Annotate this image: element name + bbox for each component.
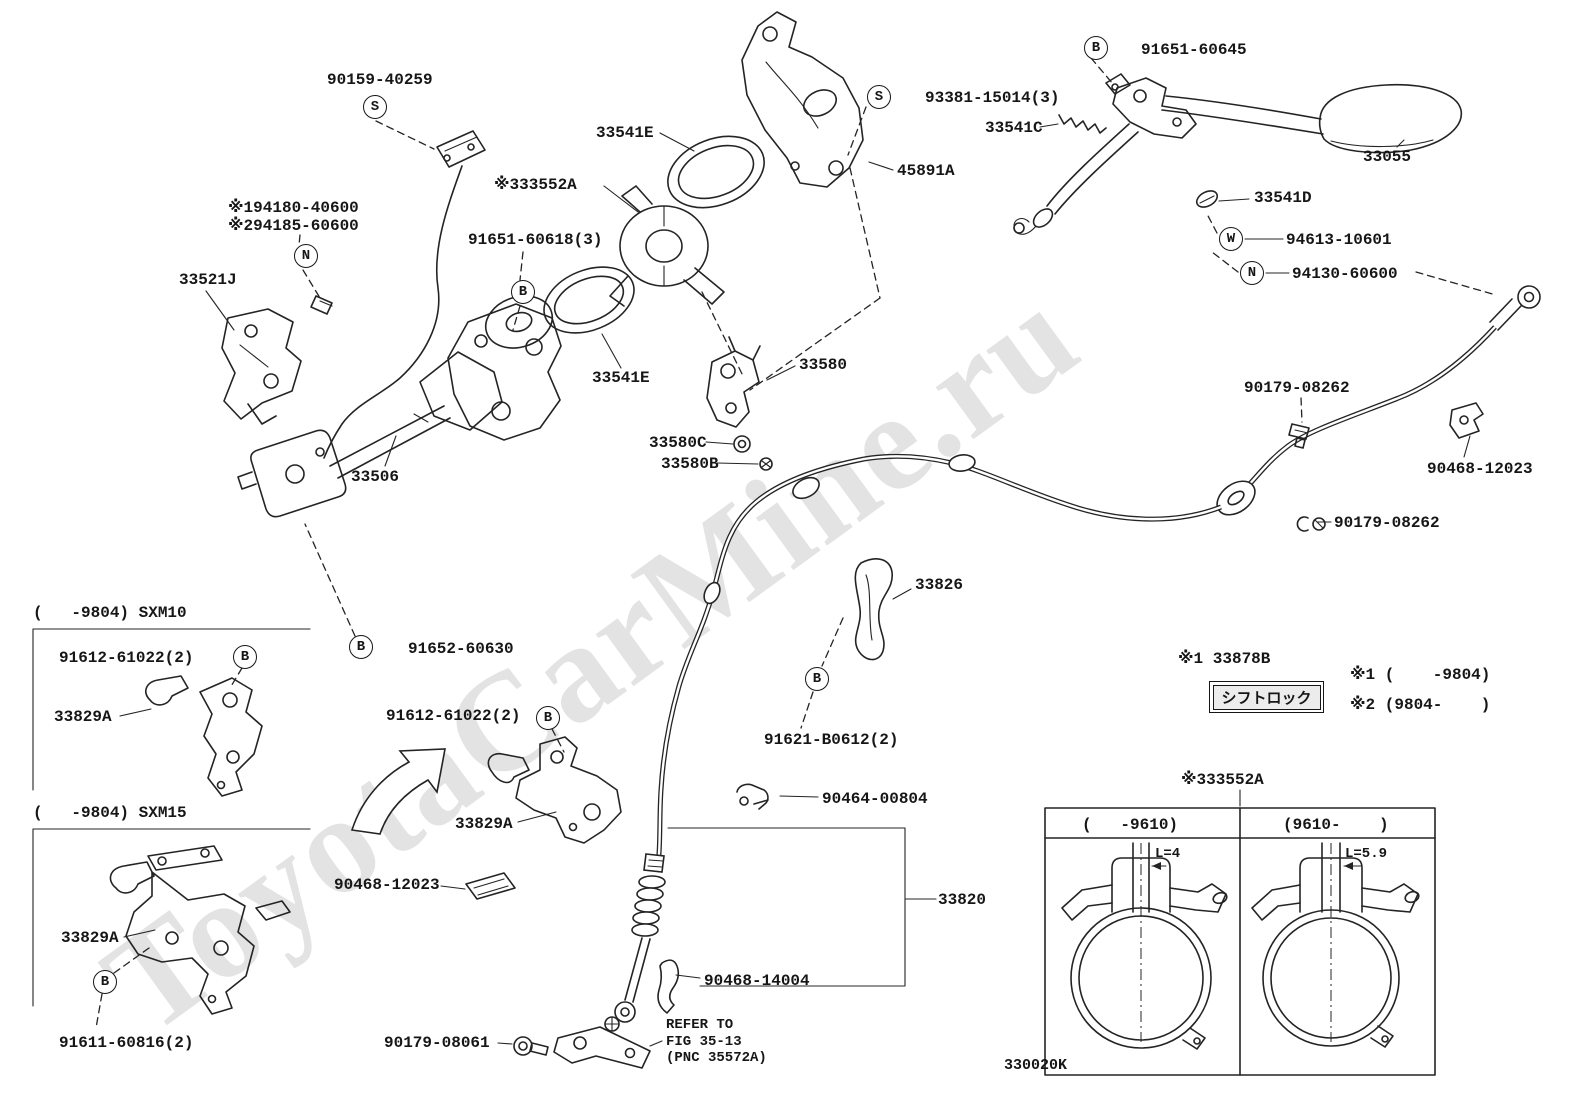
part-label-90468-14004: 90468-14004 bbox=[704, 972, 810, 990]
part-label-94613-10601: 94613-10601 bbox=[1286, 231, 1392, 249]
retainer-33552a-drawing bbox=[609, 185, 725, 307]
part-label-33580c: 33580C bbox=[649, 434, 707, 452]
callout-s-1: S bbox=[363, 95, 387, 119]
part-label-33580: 33580 bbox=[799, 356, 848, 374]
part-label-90468-12023-1: 90468-12023 bbox=[1427, 460, 1533, 478]
part-label-90464-00804: 90464-00804 bbox=[822, 790, 928, 808]
part-label-33055: 33055 bbox=[1363, 148, 1412, 166]
section-frame-sxm10 bbox=[32, 628, 311, 791]
ring-33541e-lower-drawing bbox=[543, 266, 635, 334]
detail-box-part-label: ※333552A bbox=[1181, 771, 1264, 789]
hardware-right-drawing bbox=[1288, 402, 1484, 532]
part-label-91651-60645: 91651-60645 bbox=[1141, 41, 1247, 59]
callout-n-1: N bbox=[294, 244, 318, 268]
grommet-33541d-drawing bbox=[1195, 190, 1219, 208]
part-label-33541c: 33541C bbox=[985, 119, 1043, 137]
callout-b-2: B bbox=[511, 280, 535, 304]
callout-b-4: B bbox=[349, 635, 373, 659]
part-label-33541d: 33541D bbox=[1254, 189, 1312, 207]
select-cable-drawing bbox=[863, 285, 1541, 522]
bracket-33829a-sxm10-drawing bbox=[145, 675, 263, 797]
part-label-91621-b0612: 91621-B0612(2) bbox=[764, 731, 899, 749]
section-frame-sxm15 bbox=[32, 828, 311, 1007]
callout-b-1: B bbox=[1084, 36, 1108, 60]
part-label-33829a-2: 33829A bbox=[455, 815, 513, 833]
bracket-33829a-sxm15-drawing bbox=[109, 845, 291, 1015]
shift-lock-plate-text: シフトロック bbox=[1212, 684, 1321, 710]
part-label-90179-08262-2: 90179-08262 bbox=[1334, 514, 1440, 532]
bracket-45891a-drawing bbox=[741, 11, 864, 188]
bracket-33829a-mid-drawing bbox=[487, 736, 622, 844]
section-header-sxm10: ( -9804) SXM10 bbox=[33, 604, 187, 622]
part-label-90179-08262-1: 90179-08262 bbox=[1244, 379, 1350, 397]
part-label-33506: 33506 bbox=[351, 468, 400, 486]
part-label-33541e-2: 33541E bbox=[592, 369, 650, 387]
callout-b-7: B bbox=[93, 970, 117, 994]
detail-box-dim-left: L=4 bbox=[1155, 846, 1181, 862]
callout-b-6: B bbox=[805, 667, 829, 691]
part-label-90159-40259: 90159-40259 bbox=[327, 71, 433, 89]
spring-33541c-drawing bbox=[1058, 114, 1107, 134]
clip-90468-14004-drawing bbox=[657, 959, 680, 1014]
part-label-91611-60816: 91611-60816(2) bbox=[59, 1034, 194, 1052]
detail-box-dim-right: L=5.9 bbox=[1345, 846, 1388, 862]
part-label-33541e-1: 33541E bbox=[596, 124, 654, 142]
bracket-33521j-drawing bbox=[221, 308, 302, 425]
plate-90468-left-drawing bbox=[465, 872, 516, 900]
part-label-94185-60600: ※294185-60600 bbox=[228, 217, 359, 235]
part-label-33826: 33826 bbox=[915, 576, 964, 594]
lever-33580-drawing bbox=[706, 336, 773, 471]
figure-code: 330020K bbox=[1004, 1057, 1068, 1074]
ring-33541e-upper-drawing bbox=[667, 135, 765, 209]
part-label-33820: 33820 bbox=[938, 891, 987, 909]
callout-w-1: W bbox=[1219, 227, 1243, 251]
refer-note-line1: REFER TO bbox=[666, 1017, 734, 1033]
detail-box-col-left: ( -9610) bbox=[1082, 816, 1179, 834]
shift-cable-33820-drawing bbox=[614, 456, 865, 1023]
part-label-33521j: 33521J bbox=[179, 271, 237, 289]
direction-arrow bbox=[350, 748, 446, 835]
part-label-33829a-1: 33829A bbox=[54, 708, 112, 726]
callout-n-2: N bbox=[1240, 261, 1264, 285]
part-label-91652-60630: 91652-60630 bbox=[408, 640, 514, 658]
detail-box-col-right: (9610- ) bbox=[1283, 816, 1389, 834]
part-label-90179-08061: 90179-08061 bbox=[384, 1034, 490, 1052]
nut-94180-drawing bbox=[310, 295, 333, 315]
bracket-35572a-drawing bbox=[553, 1016, 651, 1069]
part-label-33580b: 33580B bbox=[661, 455, 719, 473]
part-label-33878b: ※1 33878B bbox=[1178, 650, 1271, 668]
detail-box-33552a bbox=[1044, 807, 1436, 1076]
part-label-91651-60618: 91651-60618(3) bbox=[468, 231, 603, 249]
note-1: ※1 ( -9804) bbox=[1350, 666, 1491, 684]
part-label-91612-61022-2: 91612-61022(2) bbox=[386, 707, 521, 725]
leader-lines-solid bbox=[119, 123, 1471, 1047]
callout-s-2: S bbox=[867, 85, 891, 109]
part-label-33552a-1: ※333552A bbox=[494, 176, 577, 194]
part-label-45891a: 45891A bbox=[897, 162, 955, 180]
shift-lever-33055-drawing bbox=[1013, 73, 1463, 235]
callout-b-3: B bbox=[233, 645, 257, 669]
section-header-sxm15: ( -9804) SXM15 bbox=[33, 804, 187, 822]
refer-note-line2: FIG 35-13 bbox=[666, 1034, 742, 1050]
clip-33826-drawing bbox=[854, 558, 893, 661]
part-label-94130-60600: 94130-60600 bbox=[1292, 265, 1398, 283]
part-label-94180-40600: ※194180-40600 bbox=[228, 199, 359, 217]
shift-lock-plate: シフトロック bbox=[1209, 681, 1325, 713]
clamp-90464-drawing bbox=[736, 783, 769, 810]
part-label-91612-61022-1: 91612-61022(2) bbox=[59, 649, 194, 667]
control-shaft-33506-drawing bbox=[237, 295, 562, 518]
bolt-90179-08061-drawing bbox=[513, 1036, 549, 1056]
harness-connector-drawing bbox=[323, 130, 486, 459]
part-label-90468-12023-2: 90468-12023 bbox=[334, 876, 440, 894]
callout-b-5: B bbox=[536, 706, 560, 730]
refer-note-line3: (PNC 35572A) bbox=[666, 1050, 767, 1066]
part-label-33829a-3: 33829A bbox=[61, 929, 119, 947]
leader-lines-dashed bbox=[95, 57, 1497, 1029]
part-label-93381-15014: 93381-15014(3) bbox=[925, 89, 1060, 107]
note-2: ※2 (9804- ) bbox=[1350, 696, 1491, 714]
